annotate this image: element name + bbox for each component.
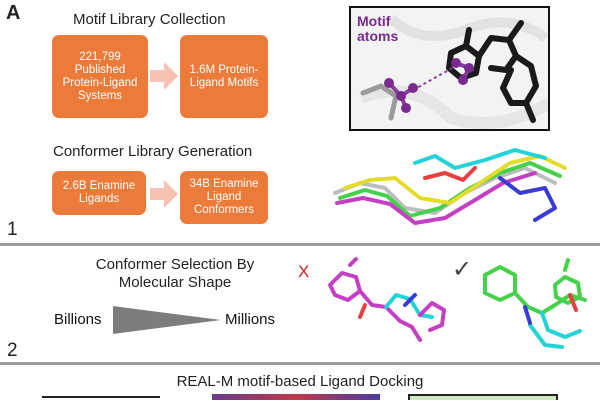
accept-mark-icon: ✓ [452, 256, 473, 283]
panel-letter: A [6, 2, 21, 24]
conformer-selection-title: Conformer Selection By Molecular Shape [95, 256, 255, 291]
motif-atoms-illustration: Motif atoms [349, 6, 550, 131]
arrow-right-icon [150, 62, 178, 90]
published-systems-box: 221,799 Published Protein-Ligand Systems [52, 35, 148, 118]
ligand-conformers-text: 34B Enamine Ligand Conformers [189, 178, 259, 216]
ligand-conformers-box: 34B Enamine Ligand Conformers [180, 171, 268, 224]
docking-panel-right [408, 394, 558, 400]
reject-mark-icon: X [298, 262, 310, 281]
conformer-library-title: Conformer Library Generation [53, 143, 253, 160]
conformer-overlay-image [333, 148, 567, 235]
rejected-conformer-image [328, 257, 446, 342]
arrow-right-icon [150, 180, 178, 208]
motif-structure-image [358, 14, 548, 129]
section-divider-2 [0, 362, 600, 365]
motif-atoms-label: Motif atoms [357, 13, 399, 44]
millions-label: Millions [225, 311, 276, 328]
motif-library-title: Motif Library Collection [73, 11, 226, 28]
billions-label: Billions [54, 311, 102, 328]
protein-ligand-motifs-box: 1.6M Protein-Ligand Motifs [180, 35, 268, 118]
reduction-wedge-icon [113, 306, 221, 334]
protein-ligand-motifs-text: 1.6M Protein-Ligand Motifs [189, 63, 259, 89]
section-divider-1 [0, 243, 600, 246]
docking-panel-middle [212, 394, 380, 400]
docking-panel-left [42, 396, 160, 400]
published-systems-text: 221,799 Published Protein-Ligand Systems [62, 50, 138, 102]
ligand-docking-title: REAL-M motif-based Ligand Docking [176, 373, 424, 390]
selected-conformer-image [483, 258, 587, 349]
step-number-2: 2 [7, 340, 18, 361]
enamine-ligands-text: 2.6B Enamine Ligands [62, 180, 136, 205]
step-number-1: 1 [7, 219, 18, 240]
enamine-ligands-box: 2.6B Enamine Ligands [52, 171, 146, 215]
